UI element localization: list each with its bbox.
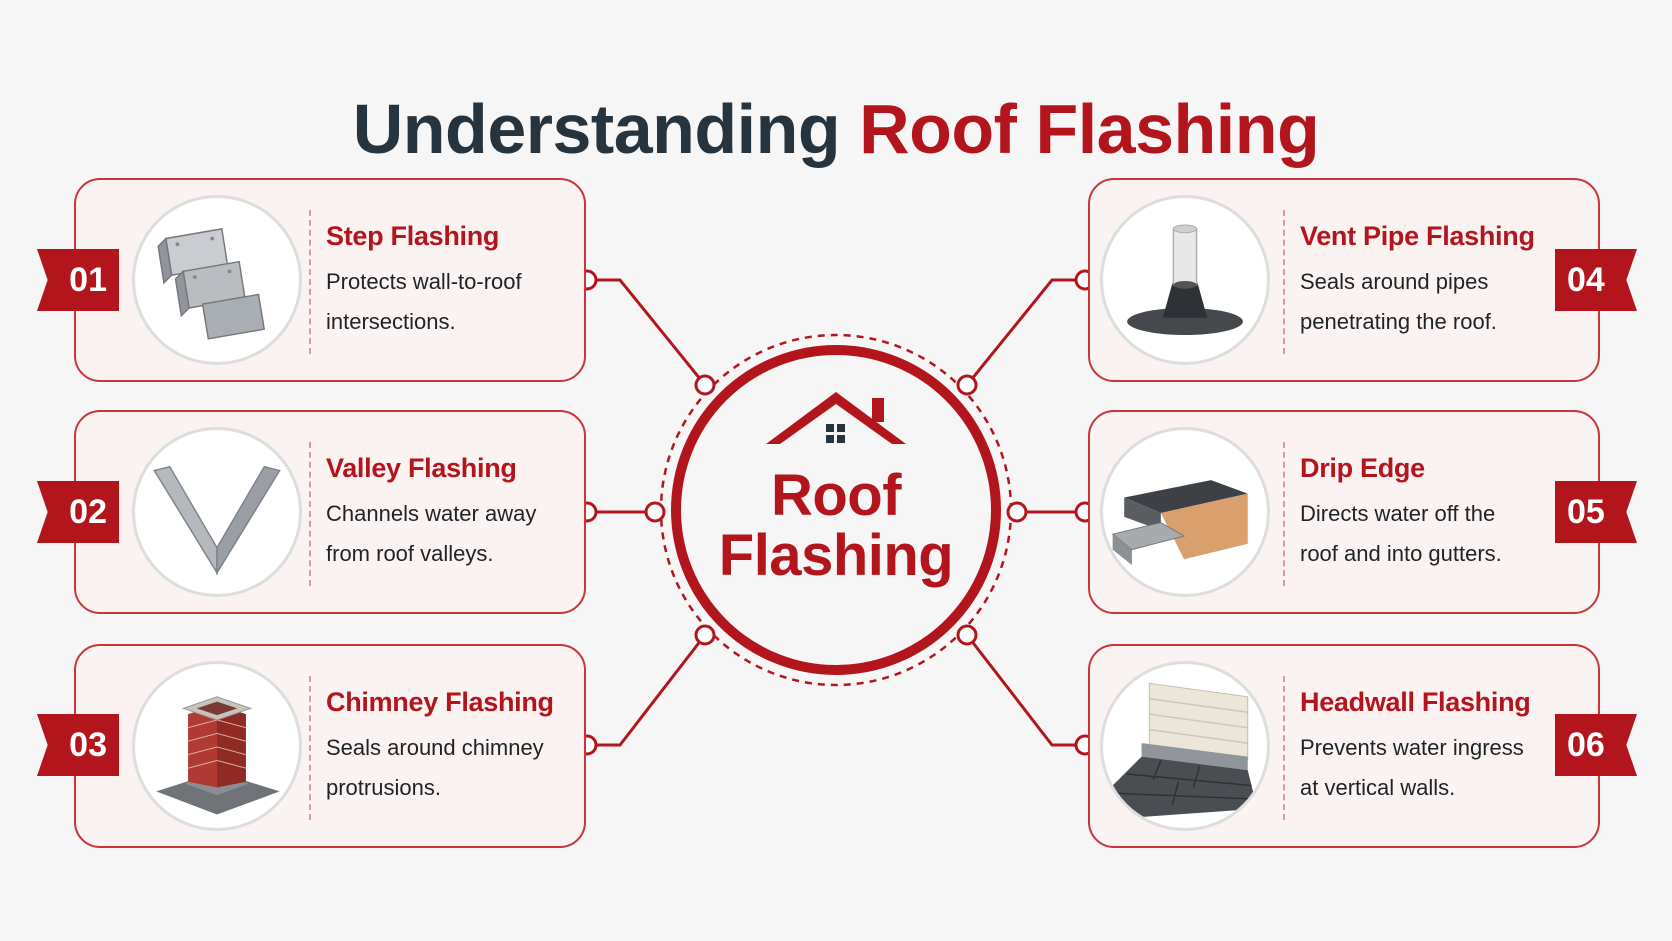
thumb-headwall-flashing bbox=[1100, 661, 1270, 831]
item-description-line-2: intersections. bbox=[326, 309, 456, 334]
card-text: Vent Pipe Flashing Seals around pipes pe… bbox=[1300, 220, 1548, 342]
item-name: Chimney Flashing bbox=[326, 687, 554, 717]
card-divider bbox=[309, 442, 311, 586]
thumb-chimney-flashing bbox=[132, 661, 302, 831]
node-dot-01b bbox=[694, 374, 716, 396]
item-description: Seals around pipes penetrating the roof. bbox=[1300, 262, 1548, 342]
card-divider bbox=[1283, 676, 1285, 820]
house-icon bbox=[766, 392, 906, 444]
title-part-1: Understanding bbox=[352, 89, 841, 168]
hub-label-line-1: Roof bbox=[770, 463, 902, 528]
item-description: Prevents water ingress at vertical walls… bbox=[1300, 728, 1548, 808]
drip-edge-icon bbox=[1111, 480, 1248, 566]
item-description: Directs water off the roof and into gutt… bbox=[1300, 494, 1548, 574]
item-description-line-1: Seals around chimney bbox=[326, 735, 544, 760]
badge-03: 03 bbox=[37, 714, 119, 776]
card-headwall-flashing: Headwall Flashing Prevents water ingress… bbox=[1088, 644, 1600, 848]
node-dot-04b bbox=[956, 374, 978, 396]
hub-label-line-2: Flashing bbox=[718, 523, 954, 588]
badge-05: 05 bbox=[1555, 481, 1637, 543]
card-divider bbox=[1283, 442, 1285, 586]
item-name: Headwall Flashing bbox=[1300, 687, 1531, 717]
valley-flashing-icon bbox=[153, 465, 281, 576]
headwall-flashing-icon bbox=[1108, 682, 1258, 819]
connector-03 bbox=[587, 634, 707, 747]
card-drip-edge: Drip Edge Directs water off the roof and… bbox=[1088, 410, 1600, 614]
item-description-line-2: penetrating the roof. bbox=[1300, 309, 1497, 334]
card-text: Headwall Flashing Prevents water ingress… bbox=[1300, 686, 1548, 808]
item-name: Step Flashing bbox=[326, 221, 500, 251]
card-text: Step Flashing Protects wall-to-roof inte… bbox=[326, 220, 574, 342]
item-description-line-1: Channels water away bbox=[326, 501, 537, 526]
thumb-step-flashing bbox=[132, 195, 302, 365]
card-divider bbox=[1283, 210, 1285, 354]
node-dot-05b bbox=[1006, 501, 1028, 523]
card-divider bbox=[309, 676, 311, 820]
badge-04: 04 bbox=[1555, 249, 1637, 311]
page-title: Understanding Roof Flashing bbox=[0, 87, 1672, 171]
node-dot-02b bbox=[644, 501, 666, 523]
chimney-flashing-icon bbox=[156, 696, 280, 815]
card-divider bbox=[309, 210, 311, 354]
vent-pipe-flashing-icon bbox=[1127, 224, 1243, 335]
item-description-line-2: roof and into gutters. bbox=[1300, 541, 1502, 566]
thumb-valley-flashing bbox=[132, 427, 302, 597]
title-part-2: Roof Flashing bbox=[859, 89, 1320, 168]
badge-06: 06 bbox=[1555, 714, 1637, 776]
card-step-flashing: Step Flashing Protects wall-to-roof inte… bbox=[74, 178, 586, 382]
thumb-drip-edge bbox=[1100, 427, 1270, 597]
item-description-line-1: Protects wall-to-roof bbox=[326, 269, 522, 294]
card-text: Chimney Flashing Seals around chimney pr… bbox=[326, 686, 574, 808]
node-dot-06b bbox=[956, 624, 978, 646]
thumb-vent-pipe-flashing bbox=[1100, 195, 1270, 365]
item-description-line-2: at vertical walls. bbox=[1300, 775, 1456, 800]
badge-02: 02 bbox=[37, 481, 119, 543]
connector-04 bbox=[965, 278, 1085, 386]
card-chimney-flashing: Chimney Flashing Seals around chimney pr… bbox=[74, 644, 586, 848]
connector-06 bbox=[965, 634, 1085, 747]
item-description-line-1: Directs water off the bbox=[1300, 501, 1496, 526]
card-text: Drip Edge Directs water off the roof and… bbox=[1300, 452, 1548, 574]
item-name: Drip Edge bbox=[1300, 453, 1425, 483]
item-description-line-1: Prevents water ingress bbox=[1300, 735, 1524, 760]
item-description: Protects wall-to-roof intersections. bbox=[326, 262, 574, 342]
item-description: Seals around chimney protrusions. bbox=[326, 728, 574, 808]
item-description: Channels water away from roof valleys. bbox=[326, 494, 574, 574]
item-description-line-2: from roof valleys. bbox=[326, 541, 494, 566]
item-description-line-2: protrusions. bbox=[326, 775, 441, 800]
step-flashing-icon bbox=[157, 228, 266, 340]
item-name: Vent Pipe Flashing bbox=[1300, 221, 1535, 251]
card-vent-pipe-flashing: Vent Pipe Flashing Seals around pipes pe… bbox=[1088, 178, 1600, 382]
hub-label: Roof Flashing bbox=[700, 466, 972, 586]
card-valley-flashing: Valley Flashing Channels water away from… bbox=[74, 410, 586, 614]
connector-01 bbox=[587, 278, 707, 386]
item-description-line-1: Seals around pipes bbox=[1300, 269, 1489, 294]
badge-01: 01 bbox=[37, 249, 119, 311]
item-name: Valley Flashing bbox=[326, 453, 517, 483]
card-text: Valley Flashing Channels water away from… bbox=[326, 452, 574, 574]
node-dot-03b bbox=[694, 624, 716, 646]
